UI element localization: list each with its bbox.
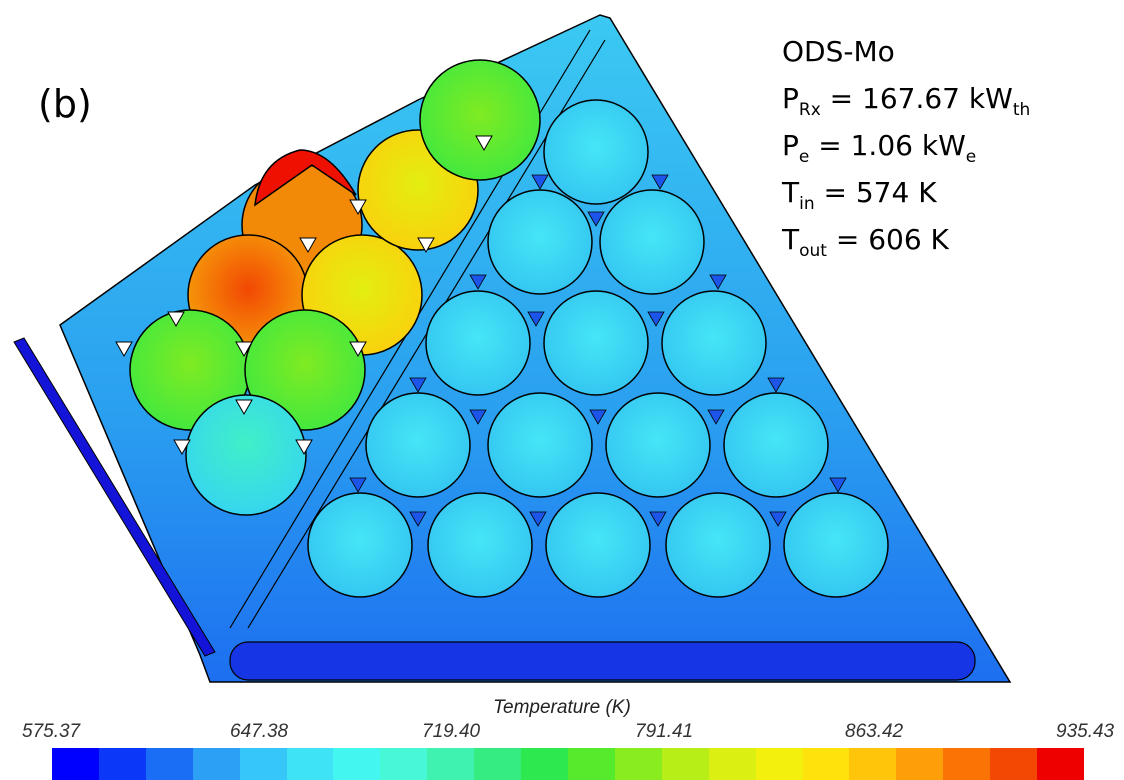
temperature-contour-figure — [13, 14, 1012, 683]
colorbar-segment — [192, 748, 240, 780]
colorbar-segment — [990, 748, 1038, 780]
colorbar-segment — [755, 748, 803, 780]
material-label: ODS-Mo — [782, 35, 895, 68]
colorbar-segment — [567, 748, 615, 780]
colorbar-segment — [521, 748, 568, 780]
colorbar-segment — [145, 748, 193, 780]
param-inlet-temp: Tin = 574 K — [782, 176, 937, 214]
colorbar-tick: 719.40 — [422, 721, 481, 742]
bottom-channel — [229, 641, 976, 681]
right-bank-gaps — [349, 174, 847, 527]
colorbar-segment — [380, 748, 428, 780]
colorbar-segment — [52, 748, 99, 780]
param-outlet-temp: Tout = 606 K — [782, 223, 949, 261]
colorbar-tick: 863.42 — [845, 721, 904, 742]
colorbar-tick: 647.38 — [230, 721, 289, 742]
colorbar — [52, 748, 1084, 780]
colorbar-title: Temperature (K) — [493, 697, 631, 718]
colorbar-segment — [239, 748, 287, 780]
cold-wall — [13, 337, 216, 657]
param-electric-power: Pe = 1.06 kWe — [782, 129, 977, 167]
colorbar-segment — [661, 748, 709, 780]
colorbar-segment — [943, 748, 991, 780]
param-reactor-power: PRx = 167.67 kWth — [782, 82, 1031, 120]
colorbar-tick: 791.41 — [635, 721, 694, 742]
right-bank-pins — [307, 99, 889, 598]
colorbar-segment — [896, 748, 944, 780]
colorbar-tick: 575.37 — [22, 721, 81, 742]
colorbar-tick: 935.43 — [1056, 721, 1115, 742]
colorbar-segment — [708, 748, 756, 780]
operating-parameters: ODS-Mo PRx = 167.67 kWth Pe = 1.06 kWe T… — [782, 28, 1030, 263]
colorbar-segment — [474, 748, 522, 780]
colorbar-segment — [614, 748, 662, 780]
colorbar-segment — [98, 748, 146, 780]
left-bank-pins — [129, 59, 541, 516]
colorbar-segment — [333, 748, 381, 780]
colorbar-segment — [427, 748, 475, 780]
colorbar-segment — [802, 748, 850, 780]
colorbar-segment — [1037, 748, 1084, 780]
colorbar-segment — [849, 748, 897, 780]
left-bank-gaps — [115, 135, 493, 456]
panel-label: (b) — [38, 82, 92, 126]
colorbar-segment — [286, 748, 334, 780]
